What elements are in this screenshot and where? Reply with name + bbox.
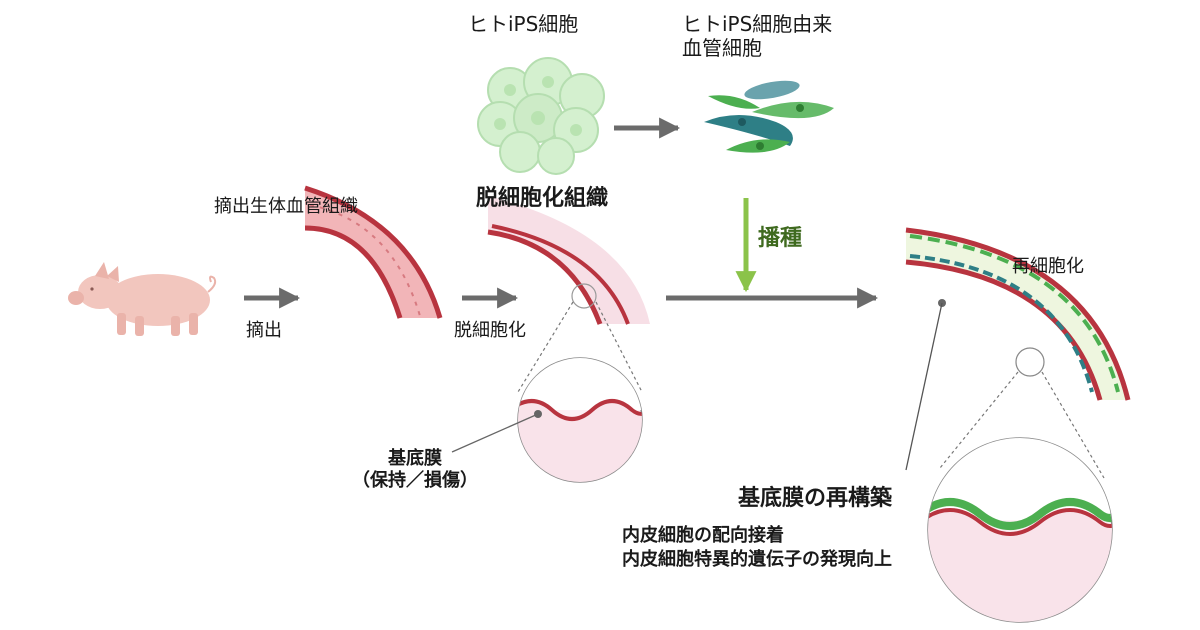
label-ips-cells: ヒトiPS細胞: [468, 12, 579, 36]
label-seeding: 播種: [758, 226, 803, 251]
decell-tissue-illustration: [487, 196, 650, 393]
label-basement-membrane: 基底膜 （保持／損傷）: [352, 448, 478, 491]
label-decell-tissue: 脱細胞化組織: [476, 186, 609, 211]
label-findings: 内皮細胞の配向接着 内皮細胞特異的遺伝子の発現向上: [622, 525, 892, 571]
recell-vessel-illustration: [905, 227, 1131, 479]
label-reconstruction: 基底膜の再構築: [738, 486, 893, 511]
ips-cell-cluster: [477, 57, 605, 175]
label-recellularization: 再細胞化: [1012, 256, 1084, 277]
label-extracted-vessel: 摘出生体血管組織: [214, 196, 358, 217]
label-decellularization: 脱細胞化: [454, 320, 526, 341]
pig-illustration: [68, 262, 217, 336]
label-extraction: 摘出: [246, 320, 282, 341]
ips-derived-cells: [704, 80, 834, 153]
zoom-basement-membrane: [451, 357, 643, 483]
extracted-vessel-illustration: [304, 185, 443, 319]
zoom-reconstructed-membrane: [927, 437, 1113, 623]
label-ips-derived: ヒトiPS細胞由来 血管細胞: [682, 12, 833, 60]
